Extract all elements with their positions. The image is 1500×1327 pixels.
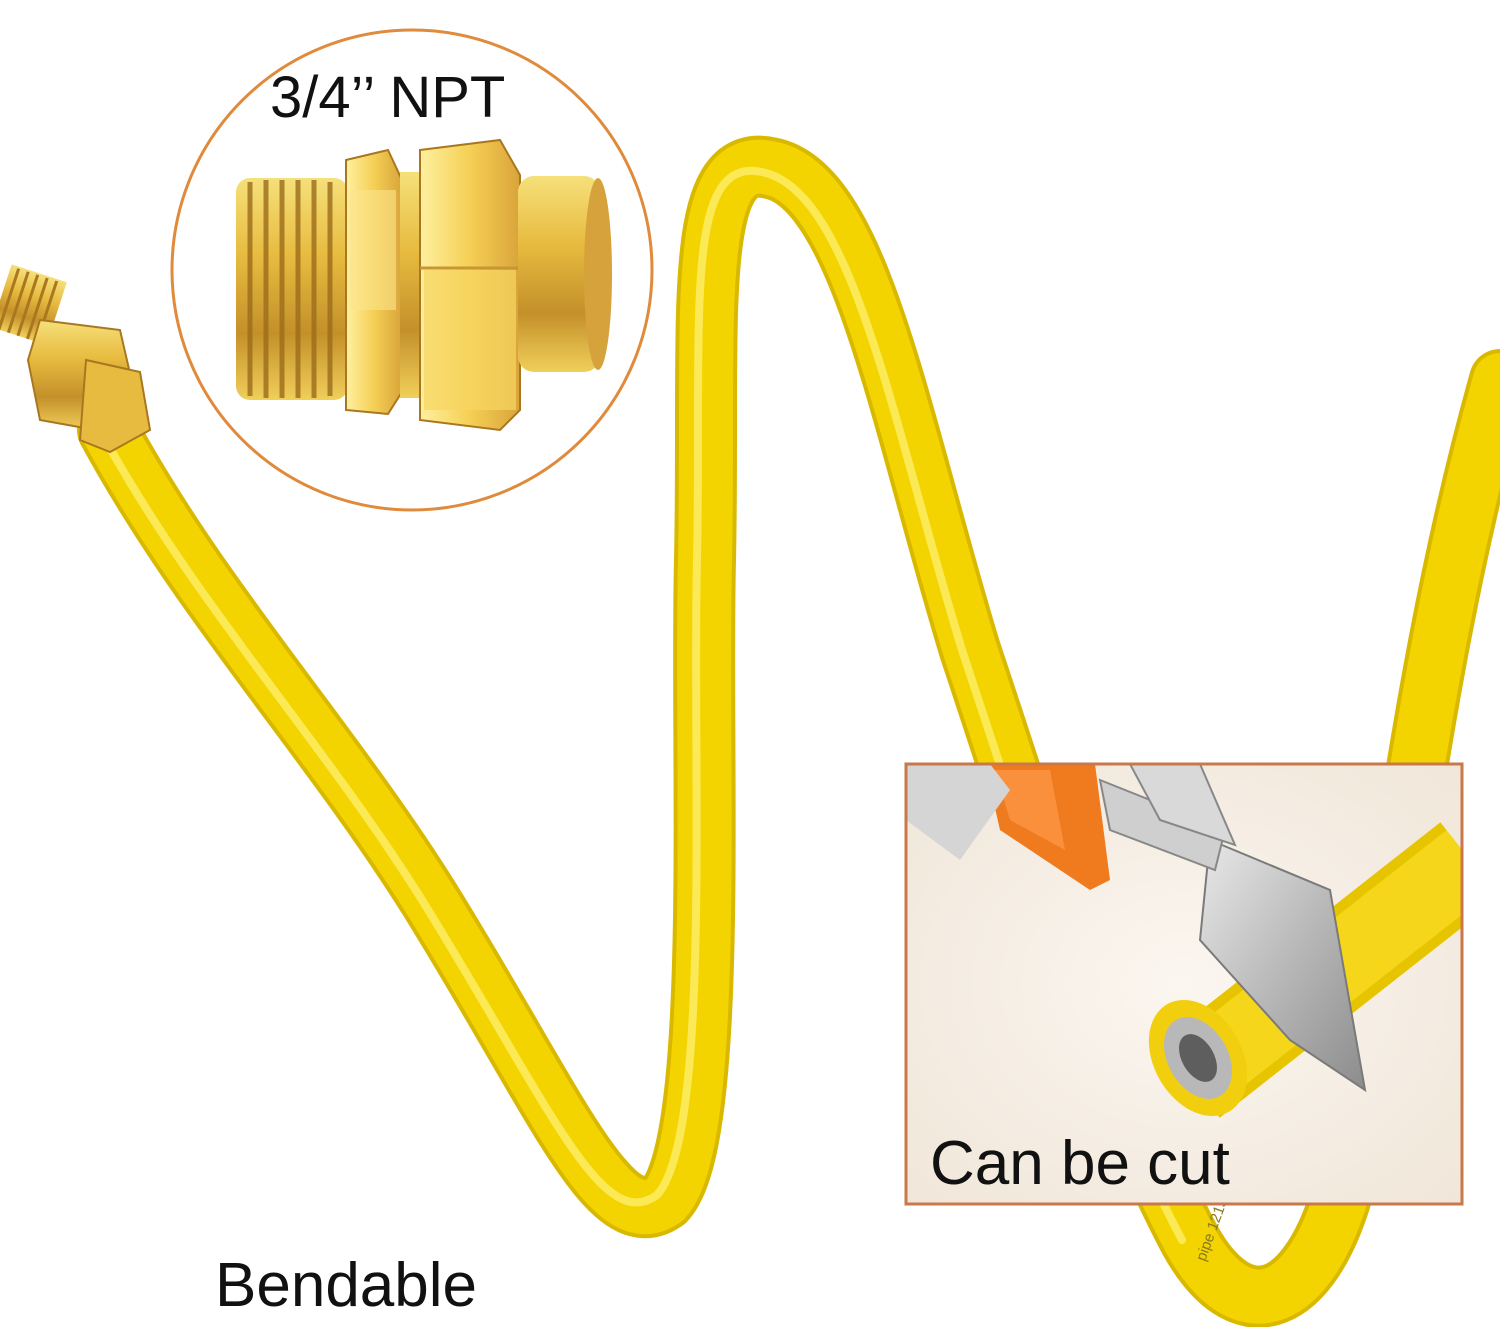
hose-end-fitting: [0, 264, 152, 454]
fitting-closeup-circle: [170, 28, 654, 512]
cutting-inset: [904, 762, 1464, 1206]
fitting-size-label: 3/4’’ NPT: [270, 65, 505, 130]
utility-knife: [906, 764, 1367, 1093]
can-be-cut-label: Can be cut: [930, 1129, 1230, 1198]
bendable-label: Bendable: [215, 1251, 477, 1320]
brass-fitting-closeup: [236, 138, 612, 432]
